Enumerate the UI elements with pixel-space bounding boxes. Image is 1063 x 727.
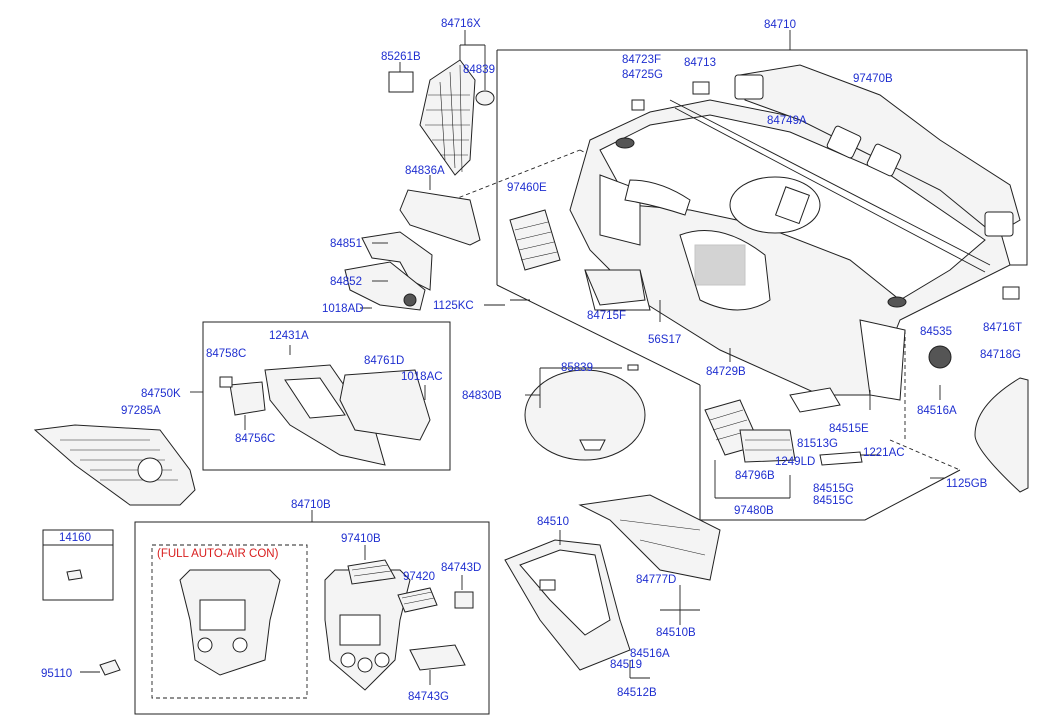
label-84716T: 84716T — [983, 322, 1022, 334]
label-84777D: 84777D — [636, 574, 676, 586]
label-84515E: 84515E — [829, 423, 869, 435]
center-vent-lower — [704, 399, 796, 463]
label-84836A: 84836A — [405, 165, 445, 177]
label-97420: 97420 — [403, 571, 435, 583]
label-95110: 95110 — [41, 668, 72, 680]
label-84839: 84839 — [463, 64, 495, 76]
lower-panel-box — [190, 321, 451, 471]
label-1125GB: 1125GB — [946, 478, 988, 490]
label-56S17: 56S17 — [648, 334, 681, 346]
glove-box — [504, 494, 721, 679]
label-84749A: 84749A — [767, 115, 807, 127]
label-84725G: 84725G — [622, 69, 663, 81]
projection-lines — [439, 149, 961, 471]
label-84716X: 84716X — [441, 18, 481, 30]
label-84756C: 84756C — [235, 433, 275, 445]
label-97285A: 97285A — [121, 405, 161, 417]
label-1018AD: 1018AD — [322, 303, 364, 315]
label-84796B: 84796B — [735, 470, 775, 482]
label-84519: 84519 — [610, 659, 642, 671]
label-85261B: 85261B — [381, 51, 421, 63]
leader-upper-left — [360, 30, 505, 309]
lower-panel-parts — [219, 345, 431, 466]
label-84852: 84852 — [330, 276, 362, 288]
cover-84830B — [524, 364, 646, 461]
label-1018AC: 1018AC — [401, 371, 443, 383]
label-81513G: 81513G — [797, 438, 838, 450]
cluster-housing-84716X — [388, 59, 495, 176]
bracket-84715F — [584, 269, 646, 306]
label-85839: 85839 — [561, 362, 593, 374]
cluster-hood-84836A — [399, 189, 481, 246]
label-84761D: 84761D — [364, 355, 404, 367]
label-84516A-bottom: 84516A — [630, 648, 670, 660]
label-84516A-top: 84516A — [917, 405, 957, 417]
label-84715F: 84715F — [587, 310, 626, 322]
label-full-auto-air-con: (FULL AUTO-AIR CON) — [157, 548, 279, 560]
steering-column-shroud — [344, 231, 433, 311]
label-97480B: 97480B — [734, 505, 774, 517]
label-84535: 84535 — [920, 326, 952, 338]
label-84510: 84510 — [537, 516, 569, 528]
label-97470B: 97470B — [853, 73, 893, 85]
box-14160 — [42, 529, 121, 676]
label-84750K: 84750K — [141, 388, 181, 400]
label-12431A: 12431A — [269, 330, 309, 342]
label-84723F: 84723F — [622, 54, 661, 66]
label-84710B: 84710B — [291, 499, 331, 511]
label-1221AC: 1221AC — [863, 447, 905, 459]
label-84718G: 84718G — [980, 349, 1021, 361]
label-84713: 84713 — [684, 57, 716, 69]
label-84758C: 84758C — [206, 348, 246, 360]
label-1249LD: 1249LD — [775, 456, 815, 468]
label-84710: 84710 — [764, 19, 796, 31]
defroster-duct — [734, 64, 1021, 237]
center-facia-auto — [179, 569, 281, 676]
lower-crash-pad-97285A — [33, 424, 196, 506]
label-84515C: 84515C — [813, 495, 853, 507]
side-vent-left — [509, 209, 561, 271]
center-console-box — [134, 510, 490, 715]
label-84743G: 84743G — [408, 691, 449, 703]
label-84729B: 84729B — [706, 366, 746, 378]
label-84510B: 84510B — [656, 627, 696, 639]
label-84851: 84851 — [330, 238, 362, 250]
part-labels: 84716X 85261B 84839 84710 84723F 84725G … — [41, 18, 1022, 703]
label-84512B: 84512B — [617, 687, 657, 699]
label-1125KC: 1125KC — [433, 300, 474, 312]
label-84515G: 84515G — [813, 483, 854, 495]
label-84743D: 84743D — [441, 562, 481, 574]
label-97460E: 97460E — [507, 182, 547, 194]
small-parts-main — [510, 81, 1029, 493]
label-14160: 14160 — [59, 532, 91, 544]
label-84830B: 84830B — [462, 390, 502, 402]
center-facia-manual — [324, 545, 474, 691]
leader-right — [714, 385, 941, 499]
label-97410B: 97410B — [341, 533, 381, 545]
